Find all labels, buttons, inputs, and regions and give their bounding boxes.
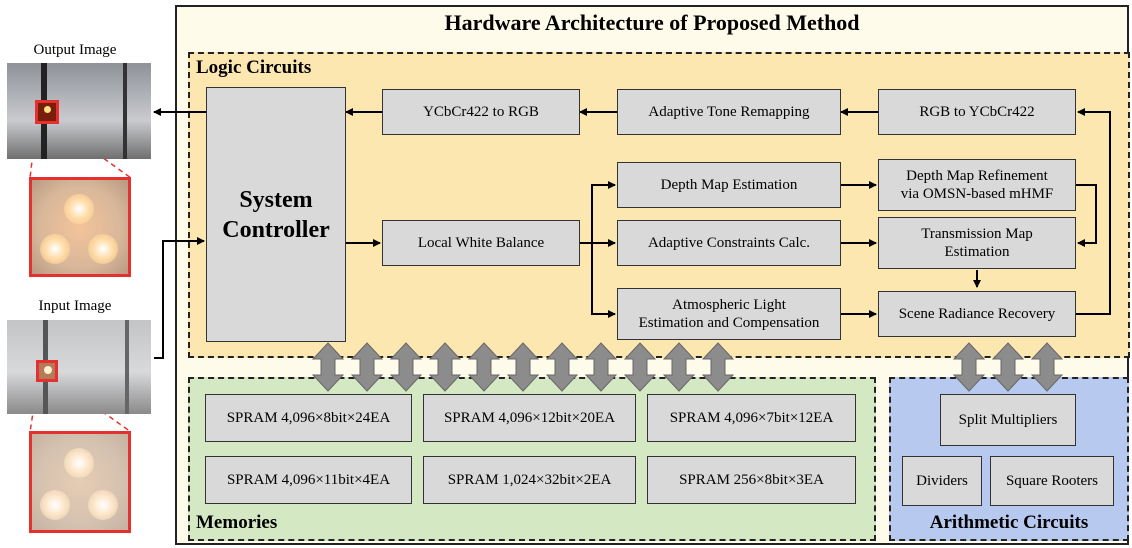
memory-bus-arrow <box>662 342 696 392</box>
atmospheric-light-block: Atmospheric Light Estimation and Compens… <box>617 288 841 340</box>
adaptive-constraints-block: Adaptive Constraints Calc. <box>617 220 841 266</box>
logic-circuits-label: Logic Circuits <box>196 57 312 78</box>
arith-bus-arrow <box>952 342 986 392</box>
memory-block: SPRAM 256×8bit×3EA <box>647 456 856 504</box>
diagram-title: Hardware Architecture of Proposed Method <box>444 10 860 35</box>
split-multipliers-block: Split Multipliers <box>940 394 1076 446</box>
input-image <box>7 320 151 414</box>
memory-bus-arrow <box>623 342 657 392</box>
dividers-block: Dividers <box>902 456 982 506</box>
system-controller-block: System Controller <box>206 87 346 342</box>
arith-bus-arrow <box>991 342 1025 392</box>
memory-bus-arrow <box>506 342 540 392</box>
memory-block: SPRAM 4,096×7bit×12EA <box>647 394 856 442</box>
adaptive-tone-remapping-block: Adaptive Tone Remapping <box>617 89 841 135</box>
output-zoom-image <box>29 177 131 277</box>
memory-block: SPRAM 4,096×12bit×20EA <box>423 394 636 442</box>
rgb-to-ycbcr-block: RGB to YCbCr422 <box>878 89 1076 135</box>
output-image <box>7 63 151 159</box>
memory-bus-arrow <box>311 342 345 392</box>
depth-map-estimation-block: Depth Map Estimation <box>617 162 841 208</box>
memory-block: SPRAM 4,096×8bit×24EA <box>205 394 412 442</box>
input-zoom-image <box>29 431 131 533</box>
transmission-map-block: Transmission Map Estimation <box>878 217 1076 269</box>
input-image-label: Input Image <box>38 298 112 314</box>
depth-map-refinement-block: Depth Map Refinement via OMSN-based mHMF <box>878 159 1076 211</box>
memory-bus-arrow <box>545 342 579 392</box>
output-image-label: Output Image <box>33 42 117 58</box>
memory-bus-arrow <box>428 342 462 392</box>
scene-radiance-recovery-block: Scene Radiance Recovery <box>878 291 1076 337</box>
memory-block: SPRAM 4,096×11bit×4EA <box>205 456 412 504</box>
memory-bus-arrow <box>389 342 423 392</box>
memory-bus-arrow <box>701 342 735 392</box>
square-rooters-block: Square Rooters <box>990 456 1114 506</box>
arith-bus-arrow <box>1030 342 1064 392</box>
memories-label: Memories <box>196 512 278 533</box>
arithmetic-circuits-label: Arithmetic Circuits <box>929 512 1089 533</box>
memory-block: SPRAM 1,024×32bit×2EA <box>423 456 636 504</box>
memory-bus-arrow <box>584 342 618 392</box>
ycbcr-to-rgb-block: YCbCr422 to RGB <box>382 89 580 135</box>
memory-bus-arrow <box>467 342 501 392</box>
memory-bus-arrow <box>350 342 384 392</box>
local-white-balance-block: Local White Balance <box>382 220 580 266</box>
